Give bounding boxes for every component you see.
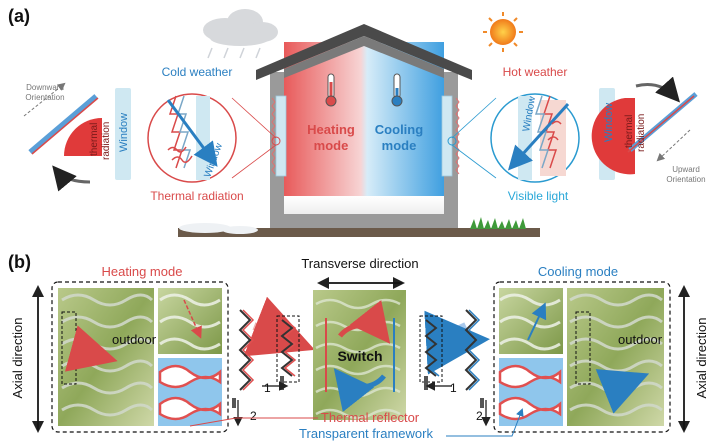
heating-mode-label-line2: mode — [314, 138, 349, 153]
left-window-assembly — [23, 82, 131, 192]
axial-direction-left-label: Axial direction — [10, 318, 25, 399]
switch-label: Switch — [337, 348, 382, 364]
right-thermal-radiation-line1: thermal — [624, 115, 635, 148]
grass-icon — [470, 217, 526, 229]
upward-orientation-line1: Upward — [672, 165, 700, 174]
cooling-mode-title: Cooling mode — [538, 264, 618, 279]
transverse-direction-label: Transverse direction — [301, 256, 418, 271]
heating-photo-zoom — [158, 288, 222, 354]
cooling-schematic — [498, 358, 563, 426]
snow-ground — [179, 223, 258, 234]
hot-weather-label: Hot weather — [503, 65, 568, 79]
heating-mode-label-line1: Heating — [307, 122, 355, 137]
thermal-radiation-label: Thermal radiation — [150, 189, 243, 203]
right-window-label: Window — [603, 103, 615, 142]
heating-step-1: 1 — [264, 381, 271, 395]
cooling-mode-label-line1: Cooling — [375, 122, 423, 137]
ground — [178, 228, 540, 237]
roof — [256, 24, 472, 80]
cloud-icon — [203, 9, 278, 46]
transparent-framework-label: Transparent framework — [299, 426, 433, 441]
heating-zigzag — [232, 296, 315, 427]
heating-mode-title: Heating mode — [102, 264, 183, 279]
transparent-framework-leader — [446, 408, 524, 437]
heating-outdoor-label: outdoor — [112, 332, 157, 347]
downward-orientation-line1: Downward — [26, 83, 64, 92]
cooling-zigzag — [419, 309, 491, 427]
thermal-reflector-label: Thermal reflector — [321, 410, 420, 425]
cooling-mode-label-line2: mode — [382, 138, 417, 153]
right-window-assembly — [591, 76, 698, 180]
left-thermal-radiation-line1: thermal — [89, 123, 100, 156]
visible-light-label: Visible light — [508, 189, 569, 203]
left-zoom-circle — [147, 93, 281, 183]
thermometer-blue-icon — [391, 73, 403, 107]
downward-orientation-line2: Orientation — [25, 93, 64, 102]
snow-icon — [207, 47, 261, 59]
heating-schematic — [158, 358, 222, 426]
right-thermal-radiation-line2: radiation — [636, 114, 647, 152]
left-thermal-radiation-line2: radiation — [101, 122, 112, 160]
cooling-outdoor-label: outdoor — [618, 332, 663, 347]
heating-step-2: 2 — [250, 409, 257, 423]
switch-photo — [313, 290, 406, 420]
panel-b-label: (b) — [8, 252, 31, 272]
right-zoom-circle — [447, 93, 580, 183]
upward-orientation-line2: Orientation — [666, 175, 705, 184]
house — [270, 42, 460, 228]
cooling-photo-main — [567, 288, 664, 426]
axial-direction-right-label: Axial direction — [694, 318, 709, 399]
cooling-step-2: 2 — [476, 409, 483, 423]
cold-weather-label: Cold weather — [162, 65, 233, 79]
cooling-photo-zoom — [499, 288, 563, 354]
thermometer-red-icon — [325, 73, 337, 107]
heating-mode-box — [51, 281, 229, 433]
sun-icon — [483, 12, 523, 52]
left-window-label: Window — [118, 113, 130, 152]
thermal-reflector-leader — [189, 417, 318, 427]
cooling-step-1: 1 — [450, 381, 457, 395]
cooling-mode-box — [493, 281, 671, 433]
panel-a-label: (a) — [8, 6, 30, 26]
heating-photo-main — [58, 288, 154, 426]
